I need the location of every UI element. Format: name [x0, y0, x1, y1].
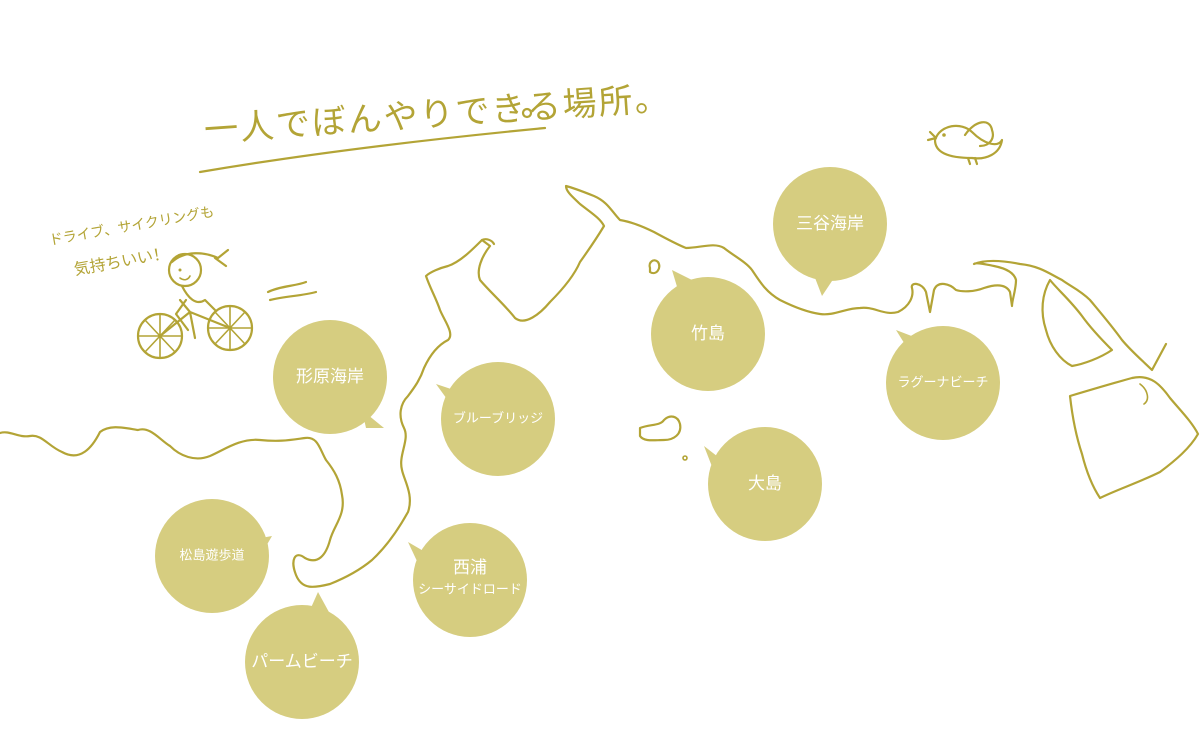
title-dot — [521, 107, 533, 119]
place-bubble-oshima[interactable]: 大島 — [704, 427, 822, 541]
place-label: 松島遊歩道 — [179, 549, 244, 564]
place-label: 形原海岸 — [296, 367, 364, 387]
side-note-line1: ドライブ、サイクリングも — [48, 203, 216, 249]
side-note-line2: 気持ちいい！ — [72, 244, 170, 279]
place-label: ラグーナビーチ — [897, 376, 988, 391]
place-bubble-matsushima[interactable]: 松島遊歩道 — [155, 499, 272, 613]
place-label: ブルーブリッジ — [453, 411, 543, 427]
place-bubble-takeshima[interactable]: 竹島 — [651, 270, 765, 391]
place-label: パームビーチ — [251, 652, 353, 672]
place-sublabel: シーサイドロード — [418, 583, 522, 598]
cyclist-illustration — [136, 248, 254, 360]
title-underline — [198, 126, 547, 174]
place-label: 西浦 — [453, 558, 487, 578]
place-label: 竹島 — [691, 324, 725, 344]
coastline — [0, 184, 1200, 588]
place-bubble-nishiura[interactable]: 西浦 シーサイドロード — [408, 523, 527, 637]
bird-illustration — [926, 121, 1004, 166]
place-label: 大島 — [748, 474, 782, 494]
place-label: 三谷海岸 — [796, 214, 864, 234]
place-bubble-palm-beach[interactable]: パームビーチ — [245, 592, 359, 719]
place-bubble-blue-bridge[interactable]: ブルーブリッジ — [436, 362, 555, 476]
place-bubble-laguna[interactable]: ラグーナビーチ — [886, 326, 1000, 440]
wind-lines — [266, 280, 318, 302]
place-bubble-keihara[interactable]: 形原海岸 — [273, 320, 387, 434]
place-bubble-miya[interactable]: 三谷海岸 — [773, 167, 887, 296]
